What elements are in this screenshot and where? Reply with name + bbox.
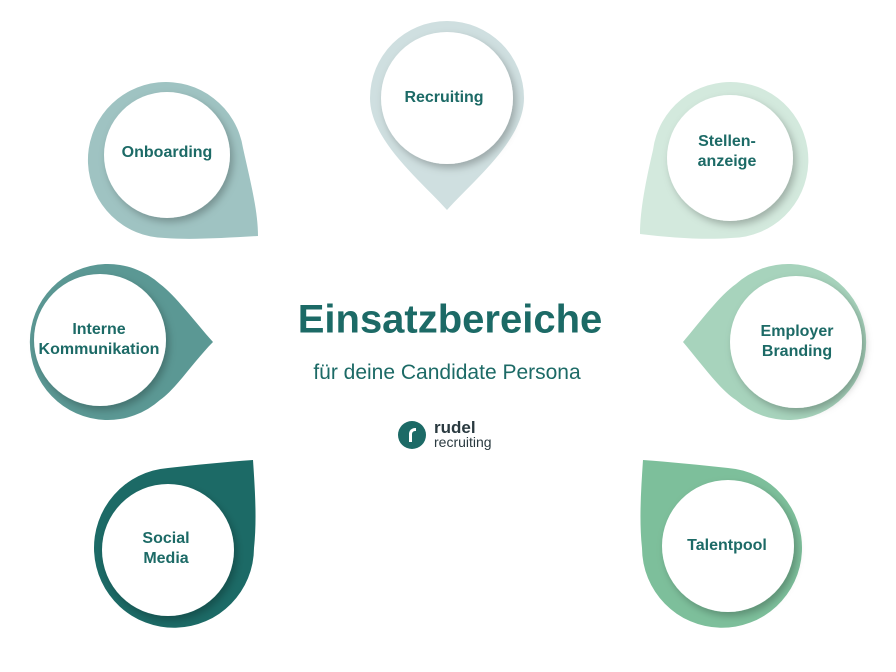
- logo-text-bottom: recruiting: [434, 434, 492, 450]
- pin-label-employer-branding: Employer Branding: [760, 323, 834, 360]
- page-subtitle: für deine Candidate Persona: [313, 361, 581, 384]
- pin-label-onboarding: Onboarding: [121, 144, 213, 161]
- pin-talentpool: [640, 460, 802, 628]
- logo-text-top: rudel: [434, 418, 476, 437]
- page-title: Einsatzbereiche: [297, 297, 603, 342]
- pin-label-interne-kommunikation: Interne Kommunikation: [38, 321, 160, 358]
- pin-social-media: [94, 460, 256, 628]
- pin-stellenanzeige: [640, 82, 809, 239]
- pin-label-recruiting: Recruiting: [404, 89, 484, 106]
- pin-label-talentpool: Talentpool: [687, 537, 767, 554]
- pin-recruiting: [370, 21, 524, 210]
- pin-label-social-media: Social Media: [142, 530, 190, 567]
- pin-employer-branding: [683, 264, 867, 420]
- pin-onboarding: [87, 82, 258, 239]
- pin-label-stellenanzeige: Stellen- anzeige: [697, 133, 757, 170]
- logo-icon: [398, 421, 426, 449]
- rudel-recruiting-logo: rudel recruiting: [398, 418, 492, 450]
- pin-interne-kommunikation: [29, 264, 214, 420]
